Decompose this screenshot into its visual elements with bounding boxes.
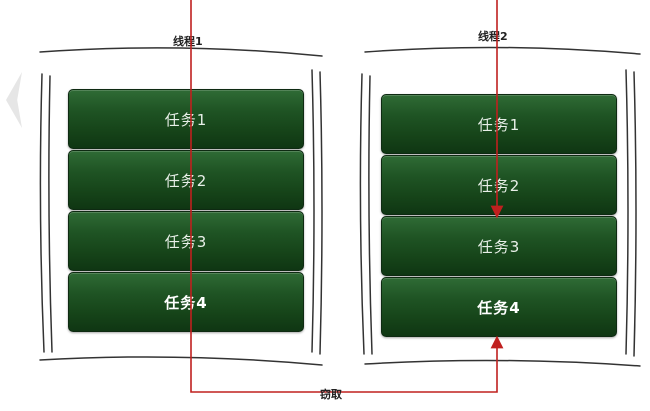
thread-1-frame	[39, 47, 323, 366]
thread-2-label: 线程2	[478, 30, 508, 43]
thread-1-task-1: 任务1	[68, 89, 304, 149]
steal-label: 窃取	[320, 388, 342, 401]
thread-1-left-line-a	[39, 73, 45, 353]
thread-2-left-line-a	[359, 73, 365, 355]
thread-2-task-4: 任务4	[381, 277, 617, 337]
thread-2-frame	[359, 46, 641, 367]
thread-1-task-2: 任务2	[68, 150, 304, 210]
thread-1-task-3: 任务3	[68, 211, 304, 271]
thread-2-task-2: 任务2	[381, 155, 617, 215]
thread-2-bottom-line	[364, 359, 641, 367]
thread-2-right-line-a	[625, 69, 629, 355]
thread-2-right-line-b	[633, 71, 637, 357]
thread-1-top-line	[39, 47, 323, 57]
thread-1-task-4: 任务4	[68, 272, 304, 332]
thread-1-left-line-b	[48, 75, 53, 353]
thread-1-bottom-line	[39, 356, 323, 366]
thread-1-right-line-a	[311, 69, 315, 353]
thread-1-arrow-line	[190, 0, 504, 393]
thread-2-task-1: 任务1	[381, 94, 617, 154]
thread-2-top-line	[364, 46, 641, 55]
thread-1-label: 线程1	[173, 35, 203, 48]
thread-1-right-line-b	[319, 71, 323, 355]
thread-2-left-line-b	[368, 75, 373, 355]
